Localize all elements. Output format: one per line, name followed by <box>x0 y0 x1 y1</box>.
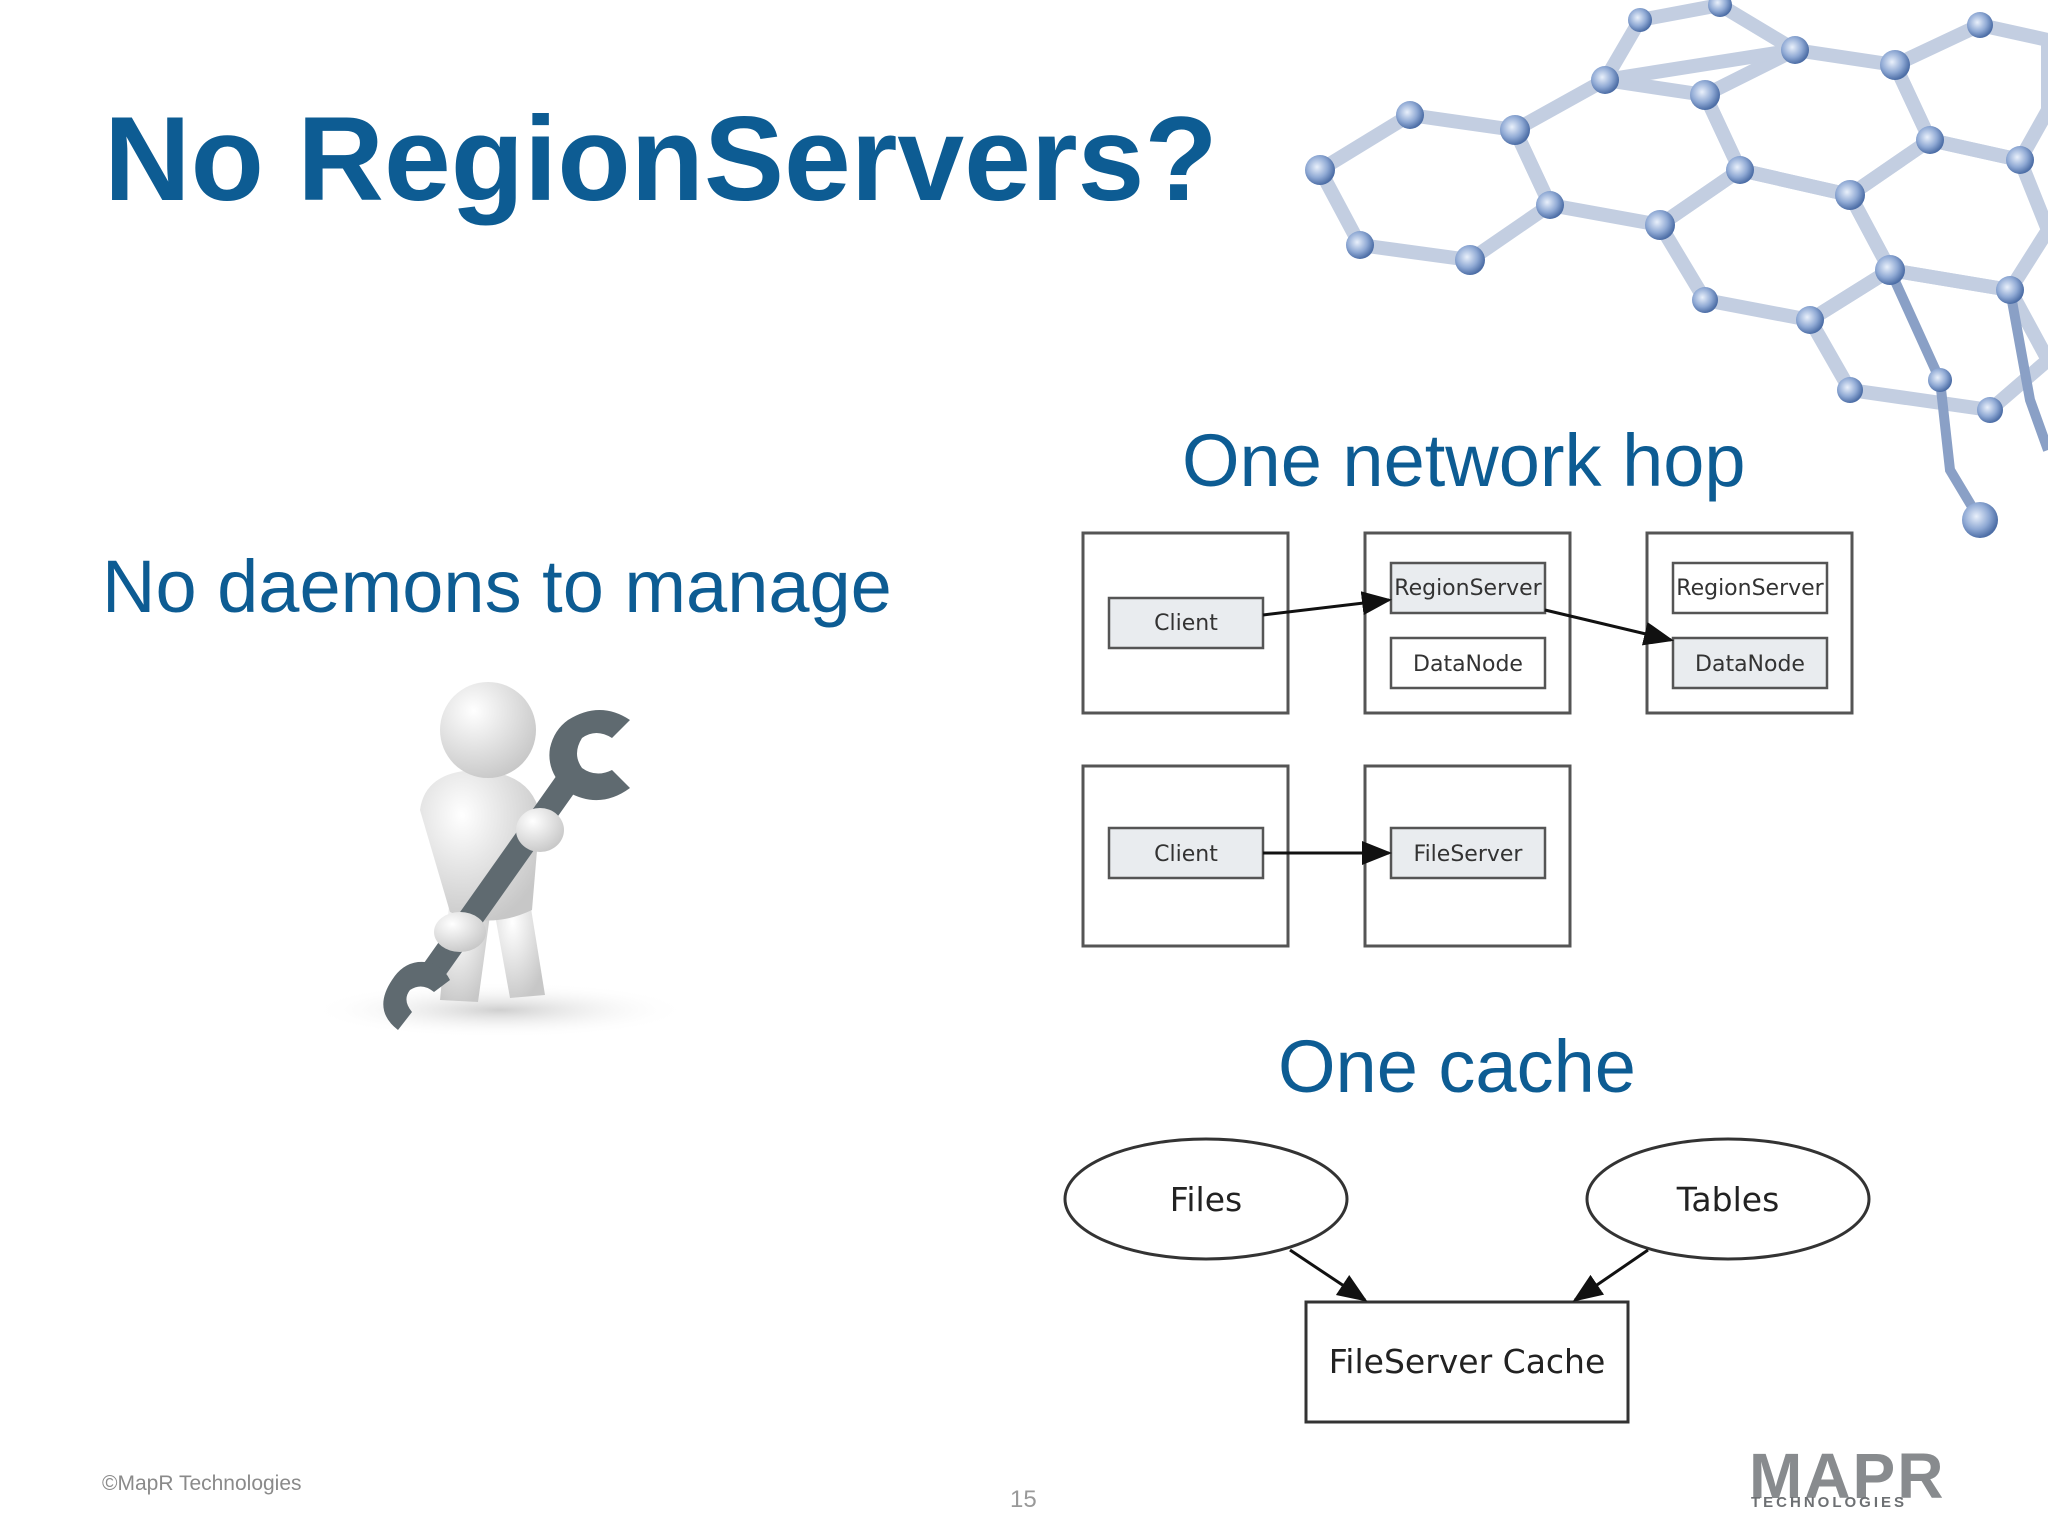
fileserver-cache-label: FileServer Cache <box>1329 1342 1606 1381</box>
regionserver-label: RegionServer <box>1394 576 1542 601</box>
slide-title: No RegionServers? <box>104 92 1218 226</box>
network-hop-diagram: Client RegionServer DataNode RegionServe… <box>1081 531 1854 948</box>
cache-diagram: Files Tables FileServer Cache <box>1063 1137 1871 1424</box>
no-daemons-heading: No daemons to manage <box>102 545 892 628</box>
footer-copyright: ©MapR Technologies <box>102 1472 302 1495</box>
client-label: Client <box>1154 611 1218 636</box>
datanode-box <box>1389 636 1547 690</box>
client-to-regionserver-arrow <box>1262 591 1392 617</box>
files-node <box>1063 1137 1349 1261</box>
one-cache-heading: One cache <box>1278 1025 1636 1108</box>
remote-datanode-box <box>1671 636 1829 690</box>
mapr-logo: MAPR <box>1749 1444 1945 1508</box>
files-label: Files <box>1170 1180 1242 1219</box>
tables-to-cache-arrow <box>1572 1248 1649 1302</box>
page-number: 15 <box>1010 1486 1037 1513</box>
client-label-2: Client <box>1154 842 1218 867</box>
mapr-logo-subtitle: TECHNOLOGIES <box>1751 1494 1908 1511</box>
one-network-hop-heading: One network hop <box>1182 419 1746 502</box>
remote-regionserver-box <box>1671 561 1829 615</box>
wrench-figure-illustration <box>310 682 690 1038</box>
regionserver-to-datanode-arrow <box>1544 608 1674 646</box>
fileserver-cache-box <box>1304 1300 1630 1424</box>
client-box <box>1107 596 1265 650</box>
datanode-label: DataNode <box>1413 652 1523 677</box>
tables-node <box>1585 1137 1871 1261</box>
fileserver-label: FileServer <box>1414 842 1524 867</box>
files-to-cache-arrow <box>1289 1248 1368 1302</box>
fileserver-box <box>1389 826 1547 880</box>
remote-datanode-label: DataNode <box>1695 652 1805 677</box>
regionserver-box <box>1389 561 1547 615</box>
remote-regionserver-label: RegionServer <box>1676 576 1824 601</box>
molecule-network-graphic <box>1305 0 2048 538</box>
mapr-logo-text: MAPR <box>1749 1440 1946 1512</box>
client-box-2 <box>1107 826 1265 880</box>
tables-label: Tables <box>1676 1180 1780 1219</box>
